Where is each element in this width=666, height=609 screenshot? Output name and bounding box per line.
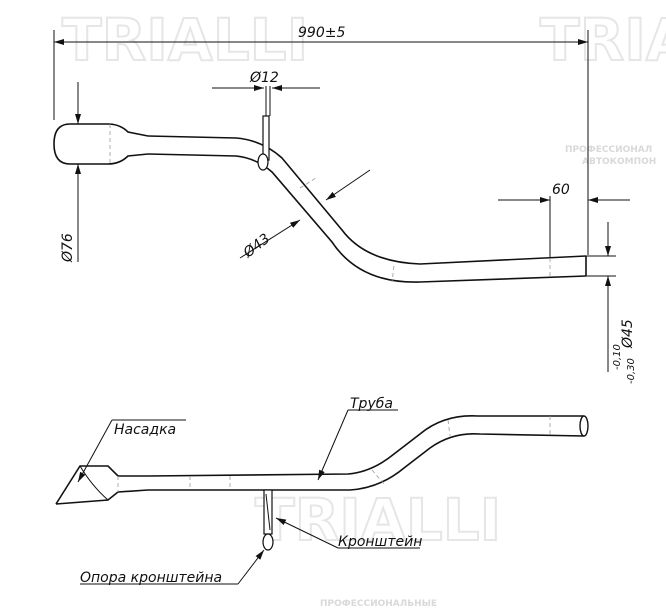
tube-outline-bottom [147, 153, 587, 283]
iso-nozzle-top [55, 465, 148, 505]
watermark: TRIALLI TRIALLI TRIALLI ПРОФЕССИОНАЛ АВТ… [61, 5, 666, 609]
leader-pipe [317, 409, 349, 481]
iso-view: Насадка Труба Кронштейн Опора кронштейна [55, 396, 589, 586]
iso-tube-top [147, 415, 584, 477]
iso-nozzle-bottom [55, 489, 149, 505]
tube-dim-arrow-upper [325, 169, 371, 201]
outlet-tolerance-lower: -0,30 [626, 358, 637, 384]
end-length-label: 60 [552, 182, 570, 198]
inlet-outline-bottom [70, 153, 149, 165]
label-bracket: Кронштейн [338, 534, 422, 550]
top-view: 990±5 Ø76 Ø12 Ø43 60 [53, 25, 637, 384]
outlet-tolerance-upper: -0,10 [612, 344, 623, 370]
leader-tip [77, 419, 113, 483]
watermark-logo-right: TRIALLI [540, 6, 666, 74]
watermark-tagline-2: АВТОКОМПОН [582, 157, 656, 167]
leader-bracket [275, 517, 339, 549]
watermark-tagline-1: ПРОФЕССИОНАЛ [565, 145, 652, 155]
tube-outline-top [147, 135, 587, 265]
inlet-outline-end [53, 123, 71, 165]
watermark-logo-bottom: TRIALLI [255, 486, 501, 554]
overall-length-label: 990±5 [298, 25, 345, 41]
iso-bracket-support [262, 533, 274, 551]
label-pipe: Труба [350, 396, 393, 412]
bracket-diameter-label: Ø12 [249, 70, 279, 86]
iso-tube-outlet [579, 415, 589, 437]
watermark-logo-left: TRIALLI [62, 6, 308, 74]
label-tip: Насадка [114, 422, 176, 438]
outlet-diameter-label: Ø45 [620, 319, 636, 349]
inlet-diameter-label: Ø76 [60, 233, 76, 263]
tube-diameter-label: Ø43 [240, 231, 273, 262]
label-bracket-support: Опора кронштейна [80, 570, 222, 586]
inlet-outline-top [70, 123, 149, 137]
leader-bracket-support [237, 549, 265, 585]
top-bracket [262, 115, 270, 161]
tube-dim-arrow-lower [239, 219, 301, 259]
iso-tube-bottom [148, 432, 585, 491]
watermark-tagline-3: ПРОФЕССИОНАЛЬНЫЕ [320, 599, 437, 609]
